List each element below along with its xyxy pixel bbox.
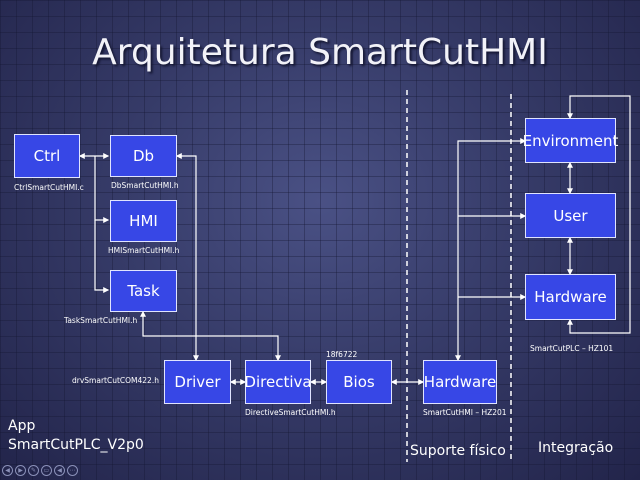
db-caption: DbSmartCutHMI.h xyxy=(111,181,179,190)
app-label: App xyxy=(8,418,36,434)
task-directiva-link xyxy=(140,310,281,362)
hardware-right-box: Hardware xyxy=(525,274,616,320)
directiva-caption: DirectiveSmartCutHMI.h xyxy=(245,408,336,417)
page-title: Arquitetura SmartCutHMI xyxy=(92,32,548,73)
ctrl-task-link xyxy=(94,220,110,293)
task-caption: TaskSmartCutHMI.h xyxy=(64,316,138,325)
ctrl-hmi-link xyxy=(94,156,110,223)
user-box: User xyxy=(525,193,616,238)
hardware-mid-box: Hardware xyxy=(423,360,497,404)
app-version-label: SmartCutPLC_V2p0 xyxy=(8,437,144,453)
next-icon[interactable]: ▶ xyxy=(15,465,26,476)
prev-icon[interactable]: ◀ xyxy=(2,465,13,476)
slide-nav: ◀ ▶ ✎ ▭ ◀ ⋯ xyxy=(2,465,78,476)
hardware-right-caption: SmartCutPLC – HZ101 xyxy=(530,344,614,353)
more-icon[interactable]: ⋯ xyxy=(67,465,78,476)
slide-menu-icon[interactable]: ▭ xyxy=(41,465,52,476)
db-driver-link xyxy=(175,153,199,362)
hmi-box: HMI xyxy=(110,200,177,242)
bios-caption: 18f6722 xyxy=(326,350,358,359)
bios-box: Bios xyxy=(326,360,392,404)
environment-box: Environment xyxy=(523,118,618,163)
hardware-bus xyxy=(455,138,527,362)
db-box: Db xyxy=(110,135,177,177)
right-loop xyxy=(567,95,631,334)
hmi-caption: HMISmartCutHMI.h xyxy=(108,246,180,255)
driver-caption: drvSmartCutCOM422.h xyxy=(72,376,159,385)
ctrl-box: Ctrl xyxy=(14,134,80,178)
ctrl-caption: CtrlSmartCutHMI.c xyxy=(14,183,84,192)
hardware-mid-caption: SmartCutHMI – HZ201 xyxy=(423,408,507,417)
pen-icon[interactable]: ✎ xyxy=(28,465,39,476)
prev-icon[interactable]: ◀ xyxy=(54,465,65,476)
task-box: Task xyxy=(110,270,177,312)
integracao-label: Integração xyxy=(538,440,614,456)
suporte-label: Suporte físico xyxy=(410,443,506,459)
directiva-box: Directiva xyxy=(244,360,312,404)
driver-box: Driver xyxy=(164,360,231,404)
